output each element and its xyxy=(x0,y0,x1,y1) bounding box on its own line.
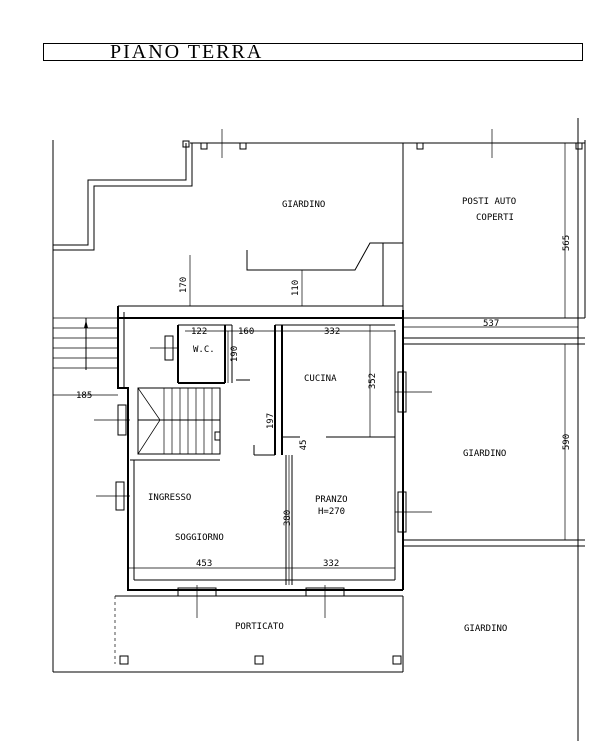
dimension-lines xyxy=(53,143,578,585)
external-steps xyxy=(53,317,118,370)
porticato-area xyxy=(114,595,404,672)
dim-380: 380 xyxy=(283,510,293,526)
room-label-giardino-bottom: GIARDINO xyxy=(464,624,507,634)
dim-45: 45 xyxy=(299,440,309,451)
dim-122: 122 xyxy=(191,327,207,337)
dim-332-bottom: 332 xyxy=(323,559,339,569)
dim-110: 110 xyxy=(291,280,301,296)
title-frame xyxy=(43,43,583,61)
dim-170: 170 xyxy=(179,277,189,293)
room-label-coperti: COPERTI xyxy=(476,213,514,223)
room-label-wc: W.C. xyxy=(193,345,215,355)
room-label-pranzo-height: H=270 xyxy=(318,507,345,517)
dim-453: 453 xyxy=(196,559,212,569)
room-label-pranzo: PRANZO xyxy=(315,495,348,505)
dim-160: 160 xyxy=(238,327,254,337)
dim-537: 537 xyxy=(483,319,499,329)
garden-walls xyxy=(53,129,583,307)
dim-197: 197 xyxy=(266,413,276,429)
room-label-porticato: PORTICATO xyxy=(235,622,284,632)
room-label-posti-auto: POSTI AUTO xyxy=(462,197,516,207)
room-label-ingresso: INGRESSO xyxy=(148,493,191,503)
right-garden-lines xyxy=(403,317,585,547)
dim-190: 190 xyxy=(230,346,240,362)
dim-352: 352 xyxy=(368,373,378,389)
page-title: PIANO TERRA xyxy=(110,41,264,63)
room-label-giardino-right: GIARDINO xyxy=(463,449,506,459)
dim-185: 185 xyxy=(76,391,92,401)
staircase xyxy=(137,387,221,455)
dim-590: 590 xyxy=(562,434,572,450)
room-label-cucina: CUCINA xyxy=(304,374,337,384)
dim-332-top: 332 xyxy=(324,327,340,337)
interior-walls xyxy=(177,324,395,585)
house-walls xyxy=(117,306,404,591)
site-boundary xyxy=(52,118,586,741)
room-label-soggiorno: SOGGIORNO xyxy=(175,533,224,543)
dim-565: 565 xyxy=(562,235,572,251)
windows xyxy=(94,335,432,618)
room-label-giardino-top: GIARDINO xyxy=(282,200,325,210)
